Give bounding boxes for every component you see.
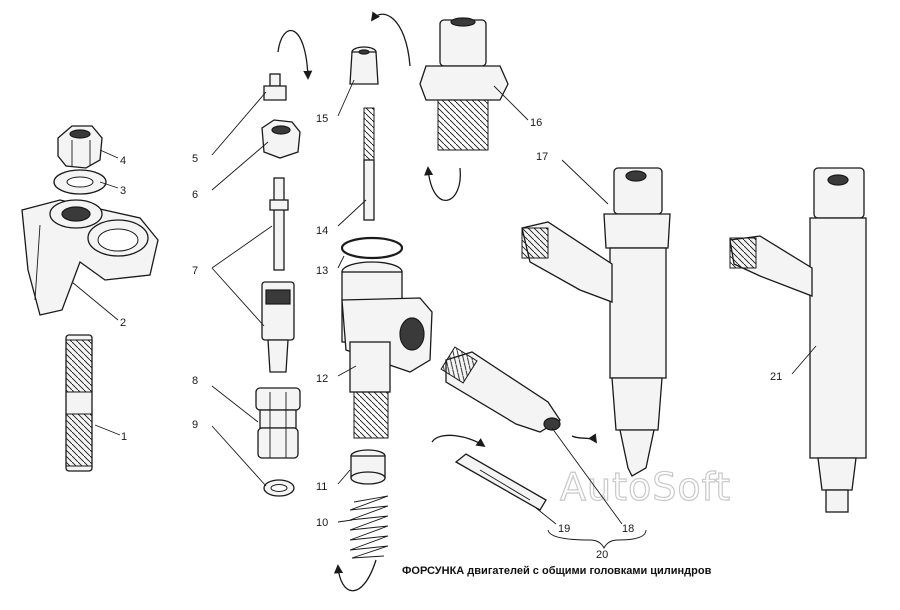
label-7: 7 (192, 265, 198, 277)
part-2-clamp (21, 199, 159, 316)
part-5-fitting (263, 73, 287, 101)
part-10-spring (349, 495, 389, 559)
label-20: 20 (596, 549, 608, 561)
label-11: 11 (316, 481, 327, 493)
label-21: 21 (770, 371, 782, 383)
label-19: 19 (558, 523, 570, 535)
label-8: 8 (192, 375, 198, 387)
label-16: 16 (530, 117, 542, 129)
label-9: 9 (192, 419, 198, 431)
part-14-rod (363, 107, 375, 221)
label-2: 2 (120, 317, 126, 329)
leader-lines (71, 79, 817, 550)
part-labels: 1 2 3 4 5 6 7 8 9 10 11 12 13 14 15 16 1… (120, 113, 782, 561)
label-18: 18 (622, 523, 634, 535)
label-14: 14 (316, 225, 328, 237)
part-8-nozzle-nut (255, 387, 301, 459)
part-19-filter (454, 453, 547, 511)
label-13: 13 (316, 265, 328, 277)
part-15-cap-nut (349, 46, 379, 85)
part-12-tee-body (341, 261, 433, 439)
label-12: 12 (316, 373, 328, 385)
part-4-nut (57, 125, 103, 169)
part-17-injector-assembled (521, 167, 671, 477)
part-16-fitting (419, 17, 509, 151)
label-3: 3 (120, 185, 126, 197)
label-15: 15 (316, 113, 328, 125)
label-10: 10 (316, 517, 328, 529)
part-6-nut (261, 119, 301, 159)
part-9-washer (263, 479, 295, 497)
part-3-washer (53, 169, 107, 195)
label-1: 1 (121, 431, 127, 443)
part-13-oring (340, 236, 404, 260)
rotation-arrows (277, 11, 598, 592)
part-7-nozzle-assembly (261, 177, 295, 373)
diagram-caption: ФОРСУНКА двигателей с общими головками ц… (402, 565, 712, 577)
label-5: 5 (192, 153, 198, 165)
part-11-seat (350, 449, 386, 485)
label-4: 4 (120, 155, 126, 167)
label-17: 17 (536, 151, 548, 163)
part-1-stud (65, 334, 93, 472)
part-21-injector (729, 167, 867, 513)
label-6: 6 (192, 189, 198, 201)
part-18-tube-fitting (440, 346, 561, 433)
watermark-text: AutoSoft (560, 465, 731, 509)
